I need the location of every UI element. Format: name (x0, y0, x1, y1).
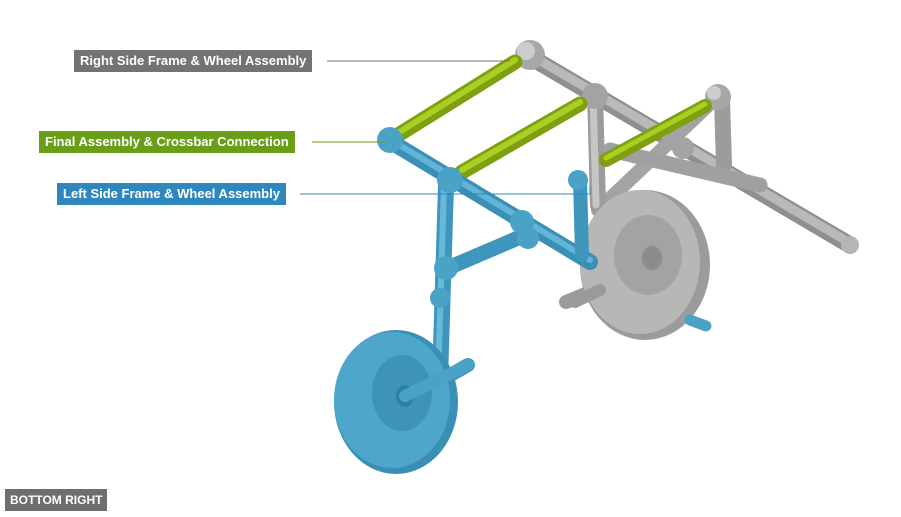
right-wheel (569, 190, 712, 340)
callout-right-side-frame: Right Side Frame & Wheel Assembly (74, 50, 313, 72)
right-side-fittings (515, 40, 859, 254)
leader-left-side (300, 186, 591, 195)
leader-lines (300, 60, 591, 195)
callout-left-side-frame: Left Side Frame & Wheel Assembly (57, 183, 286, 205)
left-side-fittings (377, 127, 588, 308)
green-crossbars (390, 54, 712, 180)
callout-final-assembly: Final Assembly & Crossbar Connection (39, 131, 295, 153)
view-orientation-label: BOTTOM RIGHT (5, 489, 108, 511)
left-wheel (334, 330, 474, 474)
